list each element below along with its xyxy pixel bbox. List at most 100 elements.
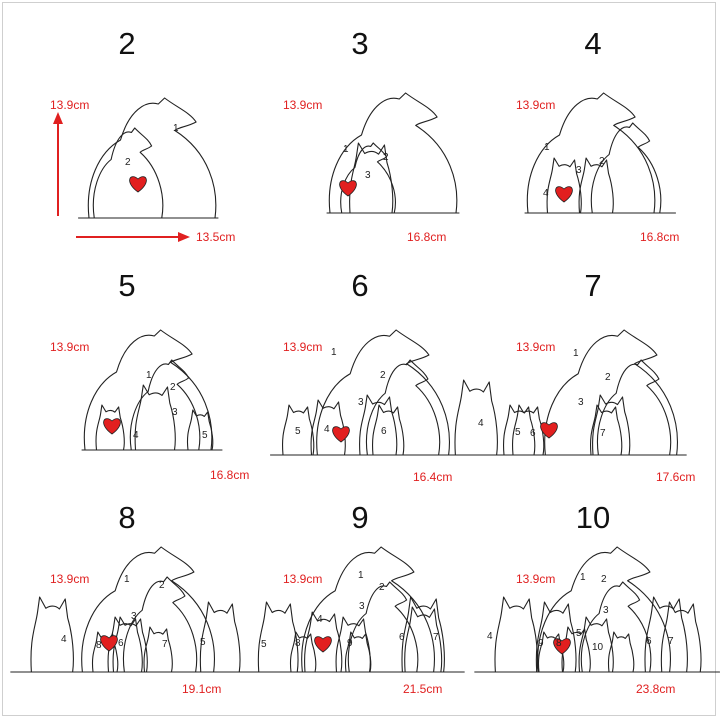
figure-number: 6: [399, 632, 405, 643]
figure-number: 2: [601, 574, 607, 585]
figure-number: 2: [170, 382, 176, 393]
family-count-label: 10: [575, 500, 611, 535]
figure-number: 1: [331, 347, 337, 358]
figure-number: 4: [324, 424, 330, 435]
cub-figure: [512, 404, 545, 456]
width-dimension-label: 17.6cm: [656, 470, 696, 484]
family-count-label: 8: [118, 500, 136, 535]
heart-icon: [129, 176, 147, 193]
heart-icon: [100, 635, 118, 652]
figure-number: 7: [668, 636, 674, 647]
bear-family-illustration: 12: [53, 97, 219, 242]
width-dimension-label: 16.8cm: [407, 230, 447, 244]
heart-icon: [339, 180, 357, 197]
family-count-label: 7: [584, 268, 602, 303]
arrowhead-right-icon: [178, 232, 190, 242]
cat-figure: [535, 601, 577, 673]
heart-icon: [314, 636, 332, 653]
figure-number: 5: [261, 639, 267, 650]
bear-figure: [129, 359, 201, 451]
figure-number: 7: [162, 639, 168, 650]
figure-number: 8: [96, 640, 102, 651]
figure-number: 3: [576, 165, 582, 176]
heart-icon: [332, 426, 350, 443]
cub-figure: [335, 616, 371, 673]
figure-number: 2: [599, 156, 605, 167]
figure-number: 5: [202, 430, 208, 441]
cat-figure: [454, 379, 498, 456]
bear-figure: [537, 546, 671, 673]
bear-figure: [122, 576, 198, 673]
figure-number: 2: [383, 152, 389, 163]
figure-number: 7: [600, 428, 606, 439]
figure-number: 3: [172, 407, 178, 418]
figure-number: 3: [359, 601, 365, 612]
cub-figure: [282, 404, 315, 456]
family-count-label: 9: [351, 500, 369, 535]
figure-number: 6: [646, 636, 652, 647]
figure-number: 4: [478, 418, 484, 429]
height-dimension-label: 13.9cm: [50, 98, 90, 112]
figure-number: 1: [343, 144, 349, 155]
figure-number: 1: [573, 348, 579, 359]
cub-figure: [537, 631, 565, 673]
figure-number: 8: [556, 638, 562, 649]
cub-figure: [349, 142, 394, 214]
family-count-label: 2: [118, 26, 136, 61]
heart-icon: [555, 186, 573, 203]
width-dimension-label: 19.1cm: [182, 682, 222, 696]
arrowhead-up-icon: [53, 112, 63, 124]
cat-figure: [494, 596, 538, 673]
figure-number: 2: [379, 582, 385, 593]
figure-number: 3: [578, 397, 584, 408]
figure-number: 4: [543, 188, 549, 199]
bear-figure: [87, 97, 217, 219]
figure-number: 4: [133, 430, 139, 441]
height-dimension-label: 13.9cm: [516, 340, 556, 354]
figure-number: 7: [433, 632, 439, 643]
family-count-label: 3: [351, 26, 369, 61]
figure-number: 3: [131, 611, 137, 622]
bear-figure: [81, 546, 215, 673]
figure-number: 1: [580, 572, 586, 583]
figure-number: 9: [347, 638, 353, 649]
bear-figure: [526, 92, 656, 214]
figure-number: 5: [295, 426, 301, 437]
figure-number: 1: [173, 123, 179, 134]
figure-number: 1: [124, 574, 130, 585]
cub-figure: [143, 626, 173, 673]
figure-number: 5: [200, 637, 206, 648]
bear-figure: [316, 329, 450, 456]
cub-figure: [592, 394, 631, 456]
figure-number: 3: [603, 605, 609, 616]
figure-number: 1: [146, 370, 152, 381]
cub-figure: [590, 404, 623, 456]
cat-figure: [401, 596, 445, 673]
width-dimension-label: 16.8cm: [640, 230, 680, 244]
cub-figure: [372, 404, 405, 456]
figure-number: 9: [538, 638, 544, 649]
bear-figure: [544, 329, 678, 456]
family-count-label: 5: [118, 268, 136, 303]
width-dimension-label: 21.5cm: [403, 682, 443, 696]
figure-number: 4: [487, 631, 493, 642]
bear-figure: [596, 359, 672, 456]
bear-family-illustration: 123: [326, 92, 460, 214]
height-dimension-label: 13.9cm: [283, 572, 323, 586]
cub-figure: [607, 631, 635, 673]
width-dimension-label: 23.8cm: [636, 682, 676, 696]
figure-number: 6: [530, 428, 536, 439]
